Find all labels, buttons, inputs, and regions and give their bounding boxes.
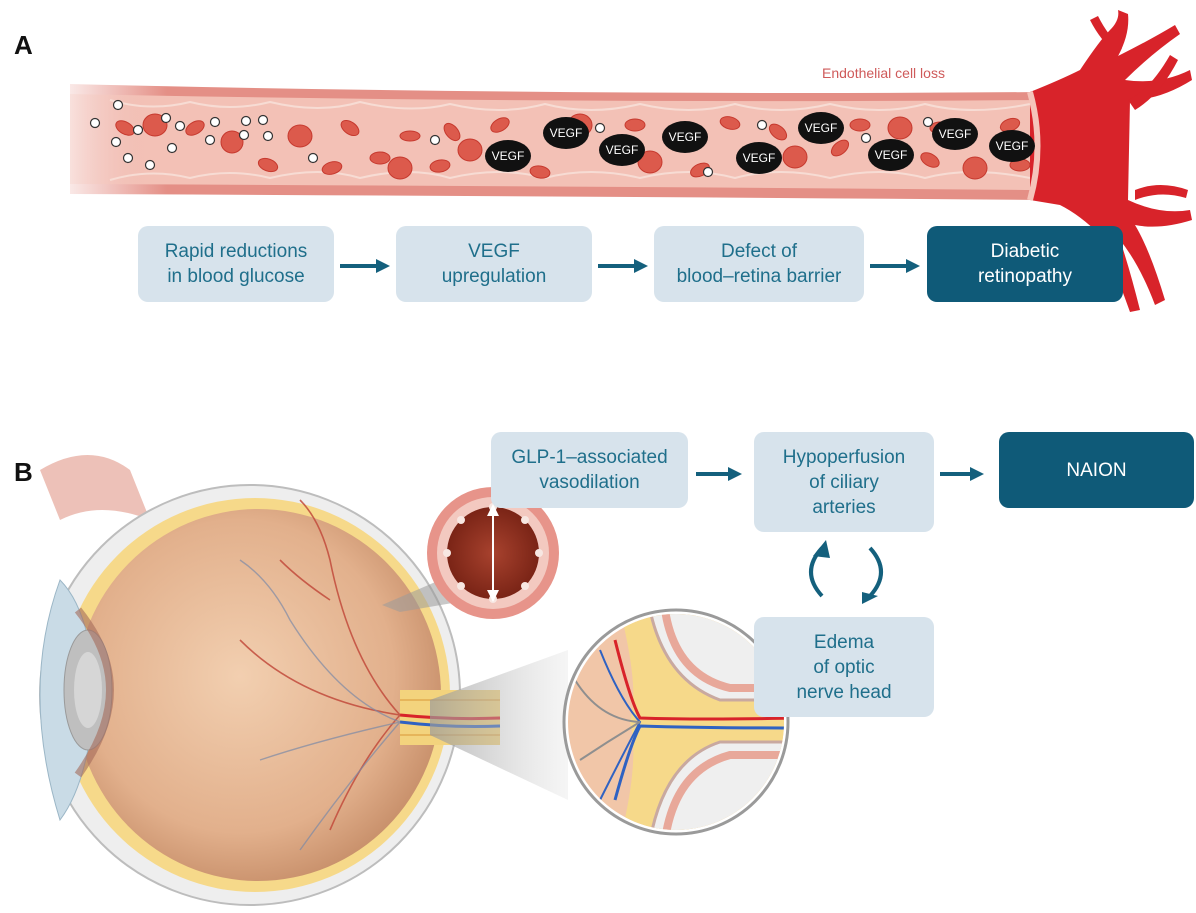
svg-text:VEGF: VEGF — [743, 151, 776, 165]
svg-text:VEGF: VEGF — [996, 139, 1029, 153]
endothelial-cell-loss-label: Endothelial cell loss — [822, 65, 945, 81]
box-rapid-reductions: Rapid reductions in blood glucose — [138, 226, 334, 302]
vegf-blob: VEGF — [798, 112, 844, 144]
box-hypoperfusion: Hypoperfusion of ciliary arteries — [754, 432, 934, 532]
arrow-b1 — [696, 467, 742, 481]
vegf-blob: VEGF — [868, 139, 914, 171]
svg-text:VEGF: VEGF — [939, 127, 972, 141]
vegf-blob: VEGF — [736, 142, 782, 174]
svg-text:VEGF: VEGF — [606, 143, 639, 157]
box-vegf-upregulation: VEGF upregulation — [396, 226, 592, 302]
box-blood-retina-barrier: Defect of blood–retina barrier — [654, 226, 864, 302]
vegf-blob: VEGF — [485, 140, 531, 172]
svg-text:VEGF: VEGF — [805, 121, 838, 135]
vegf-blob: VEGF — [989, 130, 1035, 162]
cycle-arrowhead-up — [813, 540, 830, 558]
arrow-a1 — [340, 259, 390, 273]
svg-text:VEGF: VEGF — [669, 130, 702, 144]
vegf-blob: VEGF — [662, 121, 708, 153]
svg-text:VEGF: VEGF — [875, 148, 908, 162]
arrow-b2 — [940, 467, 984, 481]
panel-label-b: B — [14, 457, 33, 488]
svg-text:VEGF: VEGF — [492, 149, 525, 163]
box-naion: NAION — [999, 432, 1194, 508]
vegf-blob: VEGF — [932, 118, 978, 150]
eye-cross-section — [40, 455, 500, 905]
panel-label-a: A — [14, 30, 33, 61]
box-optic-nerve-edema: Edema of optic nerve head — [754, 617, 934, 717]
vegf-blob: VEGF — [543, 117, 589, 149]
box-glp1-vasodilation: GLP-1–associated vasodilation — [491, 432, 688, 508]
arrow-a3 — [870, 259, 920, 273]
arrow-a2 — [598, 259, 648, 273]
svg-text:VEGF: VEGF — [550, 126, 583, 140]
vegf-blob: VEGF — [599, 134, 645, 166]
box-diabetic-retinopathy: Diabetic retinopathy — [927, 226, 1123, 302]
